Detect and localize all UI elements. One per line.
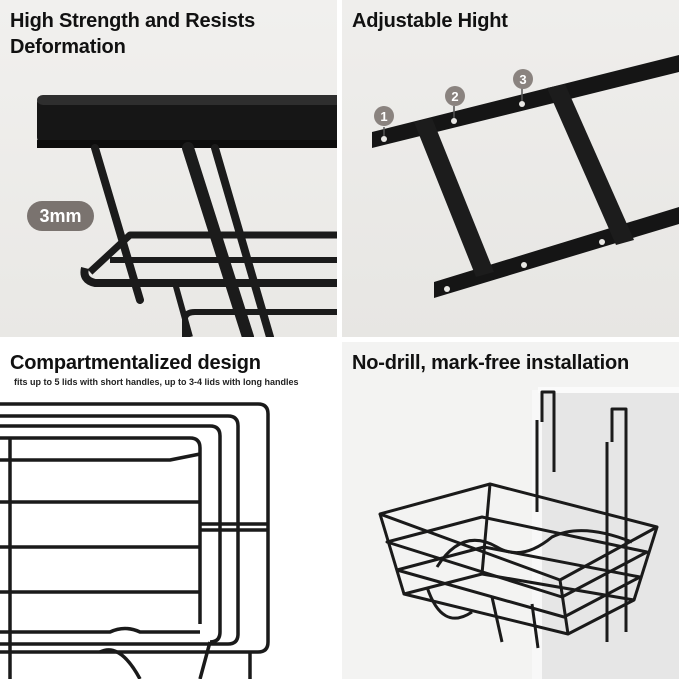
strength-title: High Strength and Resists Deformation: [10, 10, 256, 58]
adjustable-height-title: Adjustable Hight: [352, 10, 508, 32]
compartment-basket-illustration: [0, 402, 270, 679]
svg-text:1: 1: [380, 109, 387, 124]
svg-text:3: 3: [519, 72, 526, 87]
installation-title: No-drill, mark-free installation: [352, 352, 629, 374]
height-marker-3: 3: [513, 69, 533, 89]
compartment-subtitle: fits up to 5 lids with short handles, up…: [14, 377, 299, 387]
compartment-panel: Compartmentalized design fits up to 5 li…: [0, 342, 337, 679]
installation-panel: No-drill, mark-free installation: [342, 342, 679, 679]
strength-panel: High Strength and Resists Deformation 3m…: [0, 0, 337, 337]
door-basket-illustration: [378, 387, 679, 679]
hanging-bracket-illustration: 1 2 3: [372, 55, 679, 298]
svg-text:2: 2: [451, 89, 458, 104]
thickness-badge: 3mm: [27, 201, 94, 231]
rack-closeup-illustration: [37, 95, 337, 337]
compartment-title: Compartmentalized design: [10, 352, 261, 374]
height-marker-1: 1: [374, 106, 394, 126]
adjustable-height-panel: 1 2 3 Adjustable Hight: [342, 0, 679, 337]
height-marker-2: 2: [445, 86, 465, 106]
